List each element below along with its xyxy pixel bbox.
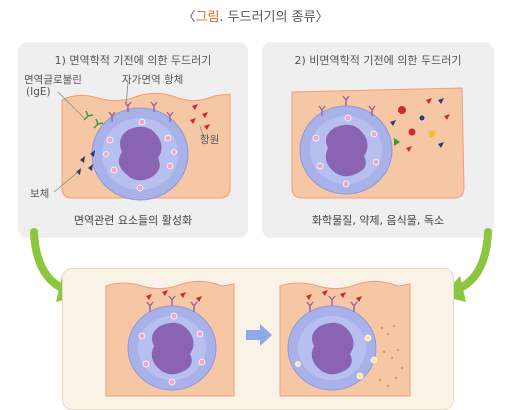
figure-title-prefix: 〈 [182, 10, 196, 25]
figure-title: 〈그림. 두드러기의 종류〉 [0, 6, 511, 25]
label-ige: (IgE) [26, 86, 51, 98]
figure-title-highlight: 그림 [195, 10, 220, 25]
label-immunoglobulin: 면역글로불린 [24, 74, 82, 86]
granules [312, 114, 380, 188]
receptors [318, 95, 376, 116]
label-complement: 보체 [30, 188, 50, 200]
nucleus [325, 124, 368, 177]
ige-antibodies [83, 110, 104, 129]
immunologic-illustration [53, 81, 231, 201]
panel-nonimmunologic-title: 2) 비면역학적 기전에 의한 두드러기 [294, 54, 462, 67]
activation-illustration [105, 280, 411, 397]
label-autoantibody: 자가면역 항체 [122, 74, 184, 86]
panel-immunologic-title: 1) 면역학적 기전에 의한 두드러기 [54, 54, 212, 67]
complement [76, 150, 95, 175]
panel-nonimmunologic-caption: 화학물질, 약제, 음식물, 독소 [311, 214, 445, 227]
panel-immunologic-caption: 면역관련 요소들의 활성화 [73, 214, 193, 227]
released-granules [295, 334, 378, 380]
ige-receptors [108, 101, 174, 122]
antigens [190, 104, 210, 130]
nucleus [118, 126, 162, 181]
substances [390, 98, 450, 152]
label-antigen: 항원 [200, 134, 220, 146]
figure-title-rest: . 두드러기의 종류〉 [219, 10, 329, 25]
right-arrow-icon [246, 324, 272, 346]
nonimmunologic-illustration [291, 87, 465, 199]
granules [103, 118, 177, 192]
mediator-dots [378, 324, 404, 388]
